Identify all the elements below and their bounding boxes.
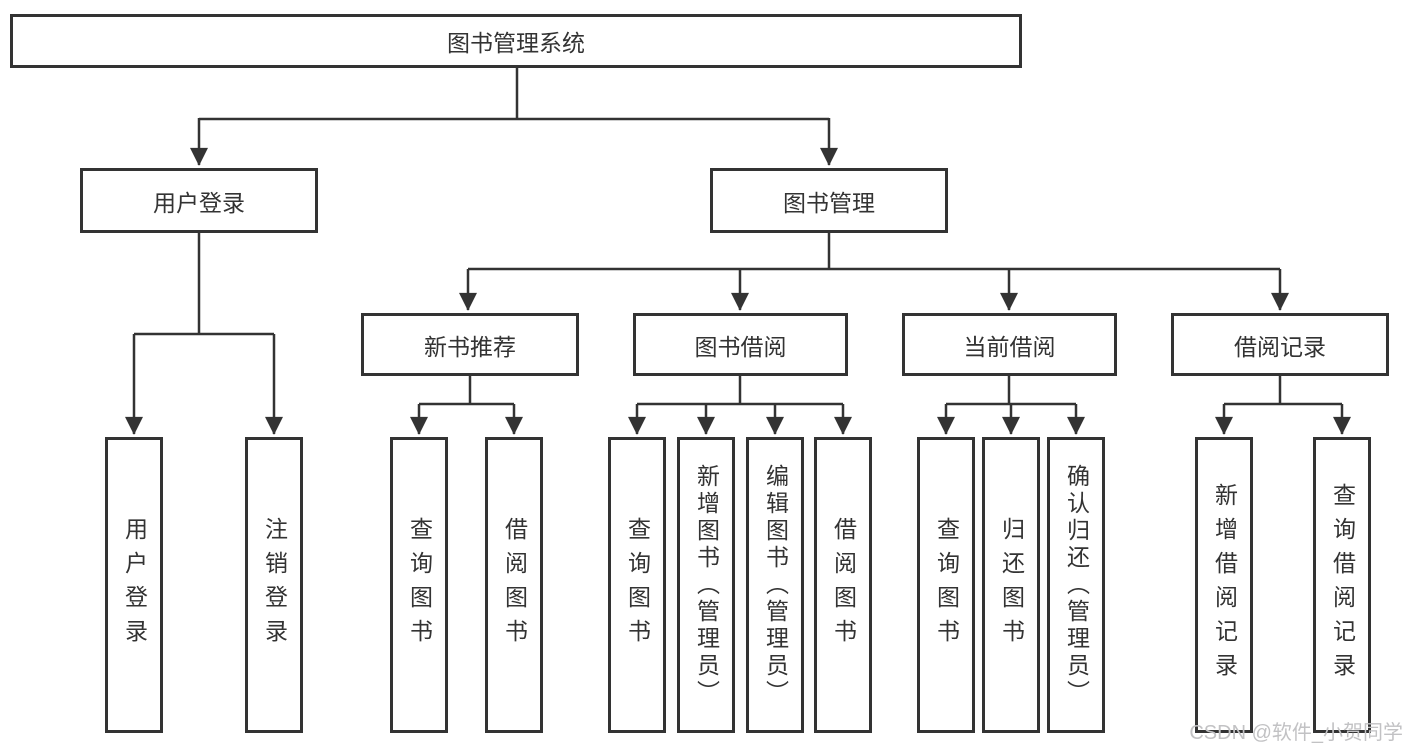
node-leaf-query-books-2: 查询图书	[608, 437, 666, 733]
connector-new-book	[419, 376, 514, 406]
connector-current-borrow	[946, 376, 1076, 406]
node-leaf-borrow-books-2: 借阅图书	[814, 437, 872, 733]
node-leaf-user-login-label: 用户登录	[121, 517, 148, 653]
node-leaf-edit-book-admin-label: 编辑图书（管理员）	[762, 463, 789, 707]
node-new-book-recommend-label: 新书推荐	[424, 333, 516, 360]
node-book-management: 图书管理	[710, 168, 948, 233]
node-library-system: 图书管理系统	[10, 14, 1022, 68]
node-borrowing-records: 借阅记录	[1171, 313, 1389, 376]
node-leaf-borrow-books-1-label: 借阅图书	[501, 517, 528, 653]
node-leaf-return-book: 归还图书	[982, 437, 1040, 733]
node-borrowing-records-label: 借阅记录	[1234, 333, 1326, 360]
node-library-system-label: 图书管理系统	[447, 30, 585, 56]
node-leaf-query-borrow-record-label: 查询借阅记录	[1329, 483, 1356, 687]
node-leaf-query-books-1: 查询图书	[390, 437, 448, 733]
node-leaf-borrow-books-1: 借阅图书	[485, 437, 543, 733]
node-user-login-label: 用户登录	[153, 189, 245, 216]
node-leaf-edit-book-admin: 编辑图书（管理员）	[746, 437, 804, 733]
node-user-login: 用户登录	[80, 168, 318, 233]
node-leaf-add-borrow-record: 新增借阅记录	[1195, 437, 1253, 733]
node-book-management-label: 图书管理	[783, 189, 875, 216]
connector-root	[199, 68, 829, 121]
node-leaf-add-borrow-record-label: 新增借阅记录	[1211, 483, 1238, 687]
node-leaf-return-book-label: 归还图书	[998, 517, 1025, 653]
node-book-borrowing-label: 图书借阅	[694, 333, 787, 360]
node-leaf-confirm-return-admin-label: 确认归还（管理员）	[1063, 463, 1090, 707]
connector-borrow-records	[1224, 376, 1342, 406]
node-leaf-query-books-3: 查询图书	[917, 437, 975, 733]
node-leaf-query-books-2-label: 查询图书	[624, 517, 651, 653]
node-leaf-borrow-books-2-label: 借阅图书	[830, 517, 857, 653]
node-new-book-recommend: 新书推荐	[361, 313, 579, 376]
node-leaf-user-login: 用户登录	[105, 437, 163, 733]
node-book-borrowing: 图书借阅	[633, 313, 848, 376]
node-leaf-query-books-3-label: 查询图书	[933, 517, 960, 653]
node-leaf-query-borrow-record: 查询借阅记录	[1313, 437, 1371, 733]
watermark: CSDN @软件_小贺同学	[1189, 722, 1403, 744]
node-current-borrowing-label: 当前借阅	[963, 333, 1056, 360]
node-current-borrowing: 当前借阅	[902, 313, 1117, 376]
node-leaf-logout: 注销登录	[245, 437, 303, 733]
node-leaf-add-book-admin: 新增图书（管理员）	[677, 437, 735, 733]
node-leaf-logout-label: 注销登录	[261, 517, 288, 653]
node-leaf-query-books-1-label: 查询图书	[406, 517, 433, 653]
connector-user-login	[134, 233, 274, 336]
connector-book-borrow	[637, 376, 843, 406]
node-leaf-add-book-admin-label: 新增图书（管理员）	[693, 463, 720, 707]
connector-book-management	[468, 233, 1280, 271]
node-leaf-confirm-return-admin: 确认归还（管理员）	[1047, 437, 1105, 733]
